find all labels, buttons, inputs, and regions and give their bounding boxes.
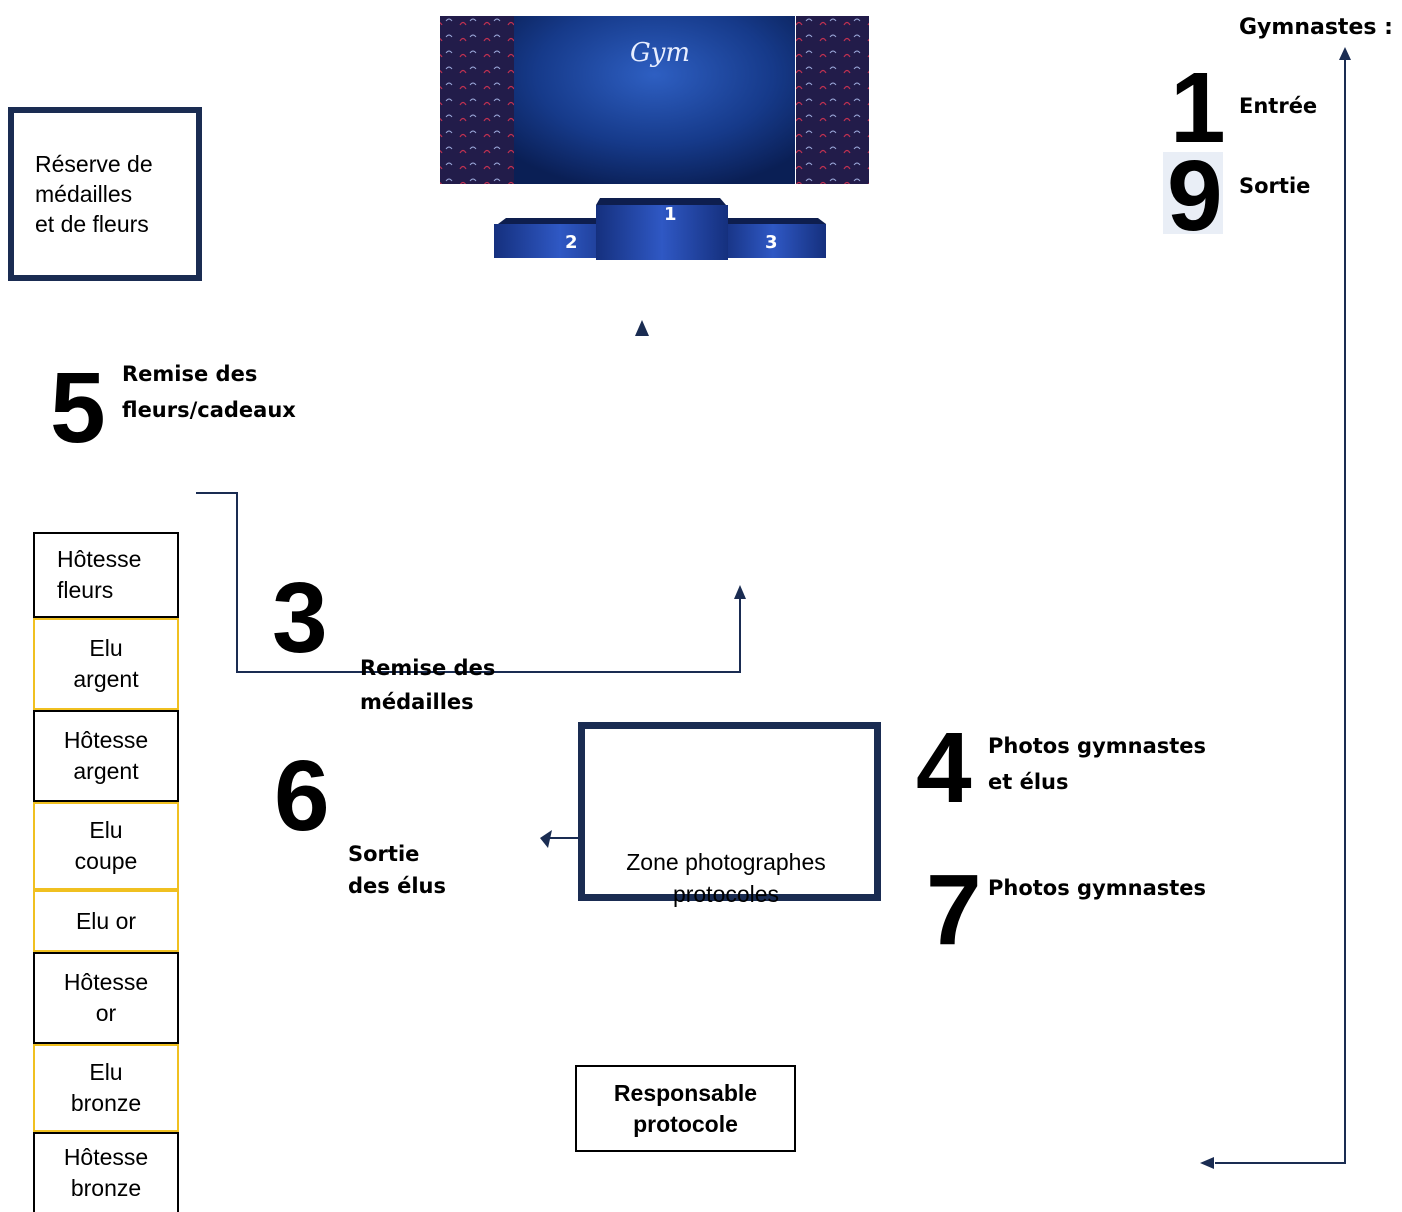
protocol-manager-label: Responsable protocole	[614, 1078, 757, 1140]
officials-exit-arrowhead	[540, 830, 552, 848]
photographers-zone-box	[578, 722, 881, 901]
podium-arrowhead	[635, 320, 649, 336]
step-7-label: Photos gymnastes	[988, 876, 1207, 900]
podium-place-1: 1	[664, 204, 677, 225]
podium-place-2: 2	[565, 232, 578, 253]
legend-sortie-bg	[1163, 152, 1223, 234]
legend-heading: Gymnastes :	[1239, 15, 1393, 40]
reserve-line-3: et de fleurs	[35, 211, 149, 237]
gymnast-route-line	[1215, 56, 1346, 1164]
backdrop-left-panel	[440, 16, 514, 184]
reserve-line-2: médailles	[35, 181, 133, 207]
podium-block-1-top	[596, 198, 726, 205]
podium-block-1	[596, 205, 728, 260]
podium-block-3	[720, 224, 826, 258]
medal-route-line	[196, 492, 741, 673]
step-5-line-1: Remise des	[122, 362, 258, 386]
reserve-label: Réserve de médailles et de fleurs	[35, 149, 175, 239]
step-6-line-1: Sortie	[348, 842, 420, 866]
step-3-line-2: médailles	[360, 690, 474, 714]
podium-block-3-top	[716, 218, 826, 224]
medal-route-arrowhead	[734, 585, 746, 599]
legend-entree-label: Entrée	[1239, 94, 1318, 118]
podium-place-3: 3	[765, 232, 778, 253]
gymnast-route-arrowhead-up	[1339, 47, 1351, 60]
backdrop-right-panel	[796, 16, 869, 184]
step-6-line-2: des élus	[348, 874, 446, 898]
protocol-manager-box: Responsable protocole	[575, 1065, 796, 1152]
photographers-zone-line-1: Zone photographes	[626, 849, 826, 875]
step-7-number: 7	[926, 854, 982, 966]
step-4-number: 4	[916, 712, 972, 824]
step-5-line-2: fleurs/cadeaux	[122, 398, 296, 422]
legend-entree-number: 1	[1170, 52, 1226, 164]
protocol-manager-line-1: Responsable	[613, 1079, 758, 1106]
podium-block-2-top	[498, 218, 628, 224]
medal-flower-reserve-box: Réserve de médailles et de fleurs	[8, 107, 202, 281]
queue-cell: Elu or	[33, 890, 179, 952]
photographers-zone-line-2: protocoles	[672, 881, 780, 907]
legend-sortie-number: 9	[1167, 140, 1223, 252]
reserve-line-1: Réserve de	[35, 151, 153, 177]
legend-sortie-label: Sortie	[1239, 174, 1311, 198]
gymnast-route-arrowhead-left	[1200, 1157, 1214, 1169]
step-3-number: 3	[272, 562, 328, 674]
step-6-number: 6	[274, 740, 330, 852]
step-3-line-1: Remise des	[360, 656, 496, 680]
screen-logo: Gym	[629, 38, 691, 68]
protocol-manager-line-2: protocole	[633, 1110, 738, 1137]
step-5-number: 5	[50, 352, 106, 464]
step-4-line-1: Photos gymnastes	[988, 734, 1207, 758]
step-4-line-2: et élus	[988, 770, 1069, 794]
backdrop-screen	[514, 16, 795, 184]
